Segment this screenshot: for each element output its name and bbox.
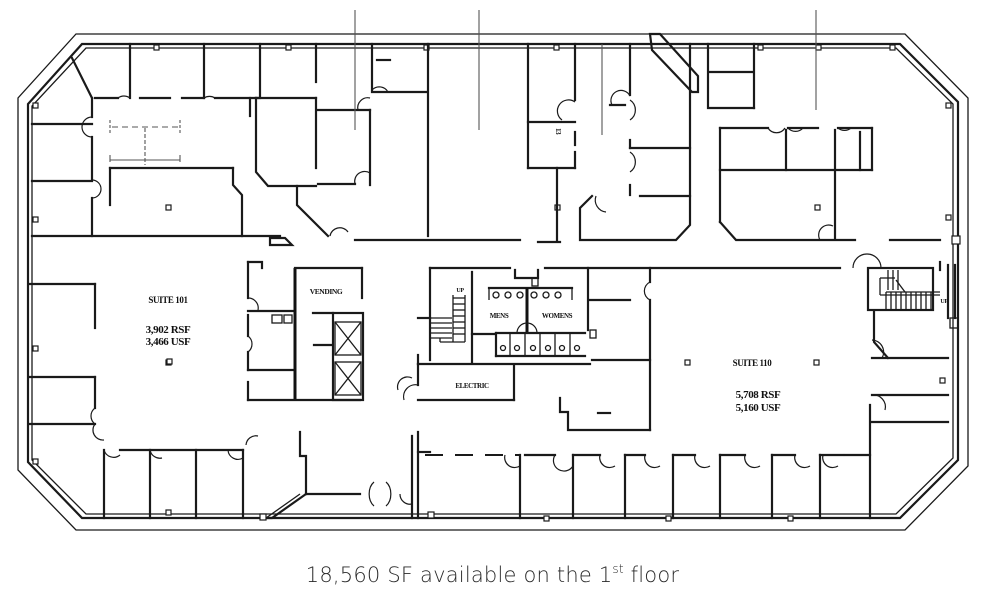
floor-availability-caption: 18,560 SF available on the 1st floor [0, 562, 985, 587]
electric-label: ELECTRIC [455, 382, 489, 390]
core-restrooms [396, 266, 652, 432]
mens-label: MENS [490, 312, 509, 320]
west-stair-up-label: UP [456, 288, 464, 294]
core-vending [246, 260, 365, 402]
svg-text:13: 13 [554, 128, 562, 135]
suite-110-rsf: 5,708 RSF [736, 389, 781, 401]
floor-plan: 13 [17, 10, 969, 531]
north-center-rooms [254, 10, 522, 242]
suite-110-usf: 5,160 USF [736, 402, 781, 414]
east-stair-up-label: UP [940, 299, 948, 305]
womens-label: WOMENS [542, 312, 573, 320]
caption-superscript: st [612, 562, 624, 576]
northwest-rooms [30, 42, 282, 238]
building-shell [17, 33, 969, 531]
west-stair [431, 295, 466, 343]
suite-101-rsf: 3,902 RSF [146, 324, 191, 336]
column-markers [32, 44, 952, 522]
east-stair [852, 253, 959, 329]
north-east-center-rooms: 13 [526, 42, 692, 244]
suite-101-usf: 3,466 USF [146, 336, 191, 348]
room-labels: SUITE 101 3,902 RSF 3,466 USF SUITE 110 … [146, 287, 949, 414]
northeast-rooms [648, 10, 961, 245]
suite-101-name: SUITE 101 [148, 295, 188, 305]
suite-110-name: SUITE 110 [733, 358, 773, 368]
corridor-walls [268, 236, 842, 270]
caption-prefix: 18,560 SF available on the 1 [305, 563, 613, 587]
vending-label: VENDING [310, 287, 343, 296]
south-lobby [259, 430, 435, 521]
caption-suffix: floor [623, 563, 680, 587]
suite-101-area [28, 282, 259, 520]
suite-110-area [425, 310, 950, 520]
